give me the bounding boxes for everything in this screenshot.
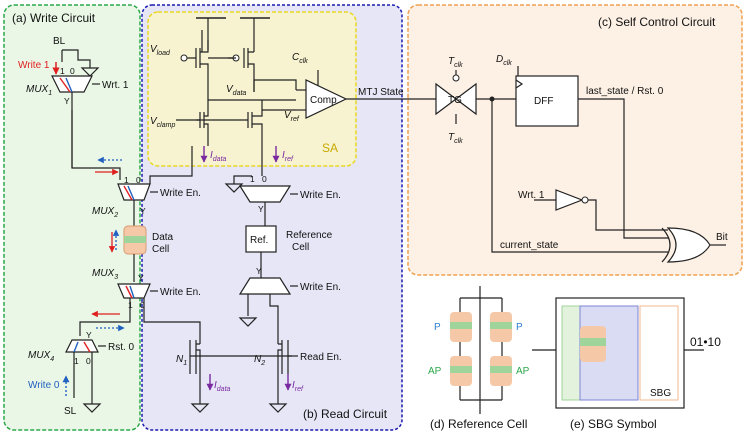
svg-text:1: 1 xyxy=(250,174,255,184)
p-right-label: P xyxy=(516,322,523,333)
self-control-title: (c) Self Control Circuit xyxy=(598,15,716,29)
comp-label: Comp xyxy=(310,95,337,106)
ref-mtj-ap-left xyxy=(450,356,472,386)
iref-read-label: Iref xyxy=(292,380,304,393)
data-cell-mtj xyxy=(123,225,147,255)
ref-mtj-p-left xyxy=(450,312,472,342)
sbg-label: SBG xyxy=(650,388,671,399)
sbg-symbol-title: (e) SBG Symbol xyxy=(570,417,657,431)
svg-text:0: 0 xyxy=(86,356,91,366)
reference-cell-diagram: P P AP AP xyxy=(428,286,530,414)
mux4-label: MUX4 xyxy=(28,350,54,363)
iref-sa-label: Iref xyxy=(282,150,294,163)
sl-label: SL xyxy=(64,406,77,417)
svg-text:1: 1 xyxy=(74,356,79,366)
vload-label: Vload xyxy=(150,44,171,57)
vref-label: Vref xyxy=(284,110,300,123)
ref-mux-bottom-write-en: Write En. xyxy=(300,282,341,293)
svg-text:0: 0 xyxy=(140,300,145,310)
cclk-label: Cclk xyxy=(292,52,308,65)
svg-text:0: 0 xyxy=(136,175,141,185)
write-circuit-panel xyxy=(3,4,141,431)
tg-bubble xyxy=(452,74,460,82)
svg-text:Y: Y xyxy=(258,204,264,214)
mux1-label: MUX1 xyxy=(26,84,52,97)
dff-box xyxy=(515,75,579,127)
ref-mux-top-write-en: Write En. xyxy=(300,190,341,201)
ground-icon-sl xyxy=(82,403,102,413)
write1-label: Write 1 xyxy=(18,60,50,71)
svg-text:Y: Y xyxy=(64,96,70,106)
n1-label: N1 xyxy=(176,354,187,367)
idata-read-label: Idata xyxy=(214,380,231,393)
svg-text:0: 0 xyxy=(262,174,267,184)
tg-label: TG xyxy=(448,95,462,106)
ref-mtj-ap-right xyxy=(490,356,512,386)
svg-text:Y: Y xyxy=(256,266,262,276)
data-cell-label: Data xyxy=(152,232,174,243)
reference-cell-label: Reference xyxy=(286,230,333,241)
mux2 xyxy=(117,183,151,201)
bit-label: Bit xyxy=(716,232,728,243)
mtj-state-label: MTJ State xyxy=(358,87,404,98)
wrt1-control-label: Wrt. 1 xyxy=(518,190,545,201)
vclamp-label: Vclamp xyxy=(150,116,175,129)
idata-sa-label: Idata xyxy=(210,150,227,163)
mux4-rst0-label: Rst. 0 xyxy=(108,342,135,353)
read-circuit: 1 0 Write En. Y Ref. Reference Cell Y Wr… xyxy=(149,168,342,413)
svg-text:1: 1 xyxy=(124,175,129,185)
read-circuit-title: (b) Read Circuit xyxy=(303,407,388,421)
mux4 xyxy=(65,339,99,353)
sbg-symbol: SBG 01•10 xyxy=(532,297,721,409)
self-control-circuit: TG Tclk Tclk DFF Dclk last_state / Rst. … xyxy=(435,54,728,263)
xor-gate xyxy=(666,227,711,263)
mux3-label: MUX3 xyxy=(92,268,118,281)
pmos-bubble-left xyxy=(180,54,188,62)
sense-amplifier: Vload Vdata Vclamp Vref Cclk Comp Idata … xyxy=(150,17,436,168)
vdata-label: Vdata xyxy=(226,84,246,97)
sa-title: SA xyxy=(322,141,338,155)
mux3-write-en: Write En. xyxy=(160,287,201,298)
read-en-label: Read En. xyxy=(300,352,342,363)
reference-cell-label2: Cell xyxy=(292,242,309,253)
ref-mux-bottom xyxy=(238,277,292,295)
comparator xyxy=(305,79,348,119)
write-circuit-title: (a) Write Circuit xyxy=(12,11,96,25)
dff-label: DFF xyxy=(534,96,553,107)
ref-ground-icon2 xyxy=(238,317,258,327)
dclk-label: Dclk xyxy=(496,54,512,67)
sbg-mtj-icon xyxy=(580,326,606,362)
inverter-bubble xyxy=(581,196,589,204)
p-left-label: P xyxy=(434,322,441,333)
svg-text:Y: Y xyxy=(140,206,146,216)
inverter xyxy=(555,189,584,211)
ap-left-label: AP xyxy=(428,366,442,377)
sbg-output-label: 01•10 xyxy=(690,335,721,349)
mux2-label: MUX2 xyxy=(92,206,118,219)
last-state-label: last_state / Rst. 0 xyxy=(586,86,664,97)
mux2-write-en: Write En. xyxy=(160,188,201,199)
bl-label: BL xyxy=(53,36,66,47)
ref-mtj-p-right xyxy=(490,312,512,342)
svg-text:Y: Y xyxy=(86,330,92,340)
svg-text:0: 0 xyxy=(70,66,75,76)
reference-cell-title: (d) Reference Cell xyxy=(430,417,527,431)
write-circuit: BL Write 1 1 0 MUX1 Wrt. 1 Y 1 0 MUX2 Y … xyxy=(18,36,201,417)
svg-text:1: 1 xyxy=(60,66,65,76)
ref-box xyxy=(245,225,277,253)
data-cell-label2: Cell xyxy=(152,244,169,255)
tclk-bottom-label: Tclk xyxy=(448,132,463,145)
tclk-top-label: Tclk xyxy=(448,56,463,69)
current-state-label: current_state xyxy=(500,240,559,251)
mux1-wrt1-label: Wrt. 1 xyxy=(102,80,129,91)
write0-label: Write 0 xyxy=(28,380,60,391)
ground-icon xyxy=(80,67,100,77)
n2-label: N2 xyxy=(254,354,265,367)
tg-left xyxy=(435,82,457,116)
ref-box-label: Ref. xyxy=(250,235,268,246)
ap-right-label: AP xyxy=(516,366,530,377)
svg-text:Y: Y xyxy=(138,273,144,283)
ref-mux-top xyxy=(238,185,292,203)
